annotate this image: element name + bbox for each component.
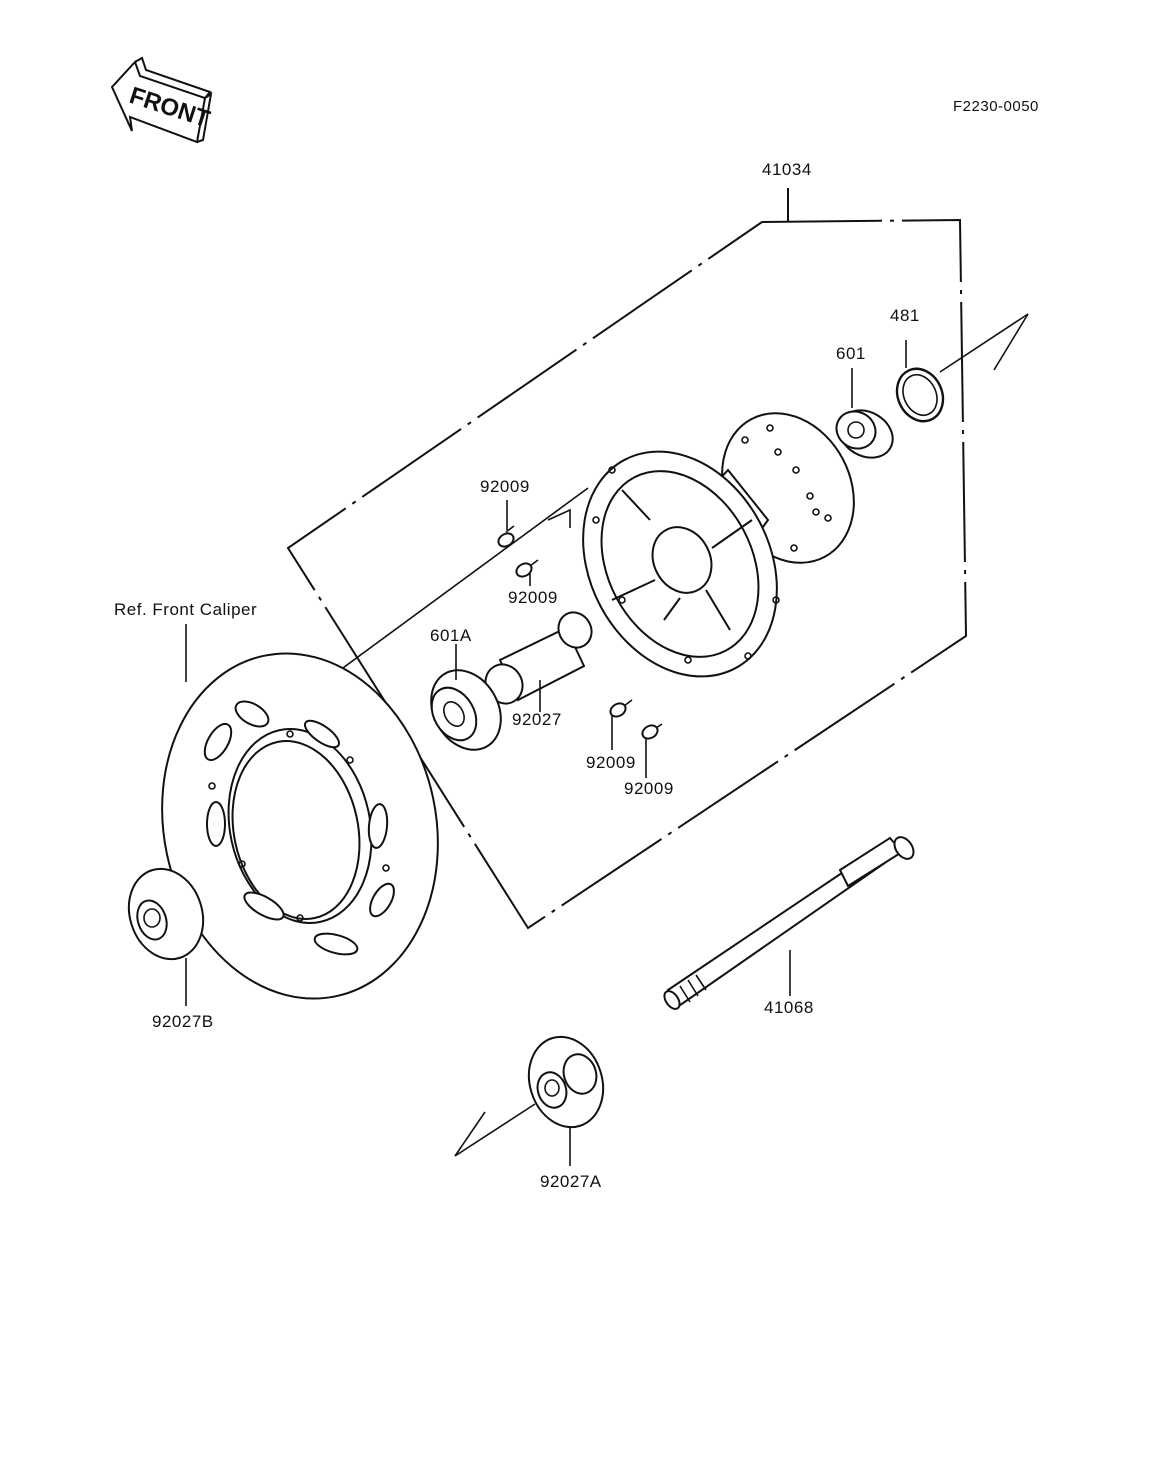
collar-92027 — [484, 611, 593, 712]
screw-92009-lower-right — [641, 723, 663, 778]
label-92009-a: 92009 — [480, 477, 530, 496]
label-601A: 601A — [430, 626, 472, 645]
wheel-hub — [582, 412, 855, 678]
break-mark-lower — [454, 1103, 536, 1157]
label-601: 601 — [836, 344, 866, 363]
collar-92027A — [527, 1035, 605, 1166]
axle-41068 — [663, 836, 915, 1010]
collar-92027B — [127, 867, 205, 1006]
label-ref-front-caliper: Ref. Front Caliper — [114, 600, 258, 619]
bearing-601A — [430, 644, 502, 751]
bearing-601 — [835, 368, 894, 459]
front-arrow-logo: FRONT — [110, 56, 213, 144]
brake-disc — [161, 624, 439, 1000]
circlip-481 — [895, 340, 945, 423]
label-41034: 41034 — [762, 160, 812, 179]
label-92009-c: 92009 — [586, 753, 636, 772]
label-481: 481 — [890, 306, 920, 325]
screw-92009-upper-left — [497, 500, 515, 548]
screw-92009-lower-left — [609, 699, 633, 750]
label-92009-d: 92009 — [624, 779, 674, 798]
label-92027: 92027 — [512, 710, 562, 729]
break-mark-upper-right — [939, 313, 1029, 373]
label-92009-b: 92009 — [508, 588, 558, 607]
hub-bracket-line — [547, 508, 571, 528]
drawing-code: F2230-0050 — [953, 98, 1039, 115]
hub-assembly-boundary — [286, 188, 968, 930]
label-92027A: 92027A — [540, 1172, 602, 1191]
screw-92009-upper-right — [515, 559, 539, 586]
label-41068: 41068 — [764, 998, 814, 1017]
label-92027B: 92027B — [152, 1012, 214, 1031]
